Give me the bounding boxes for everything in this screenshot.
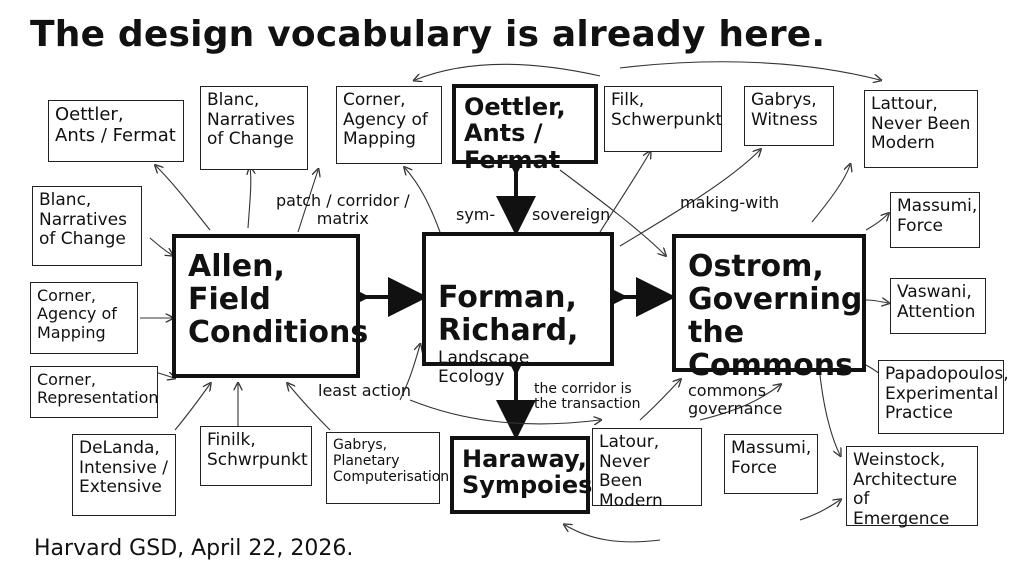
node-lattour-never-been-modern: Lattour, Never Been Modern — [864, 90, 978, 168]
edge-thin-6 — [405, 168, 441, 233]
label-sovereign: sovereign — [532, 205, 611, 224]
node-delanda-intensive-extensive: DeLanda, Intensive / Extensive — [72, 434, 176, 516]
label-making-with: making-with — [680, 193, 780, 212]
node-forman-subtitle: Landscape Ecology — [438, 348, 530, 387]
node-forman-title: Forman, Richard, — [438, 280, 579, 348]
edge-thin-26 — [565, 525, 661, 543]
node-allen-field-conditions: Allen, Field Conditions — [172, 234, 368, 378]
edge-thin-24 — [639, 380, 680, 421]
edge-thin-15 — [799, 500, 840, 521]
label-corridor-transaction: the corridor is the transaction — [534, 381, 641, 413]
page-title: The design vocabulary is already here. — [30, 14, 826, 55]
label-patch-corridor-matrix: patch / corridor / matrix — [276, 191, 410, 228]
node-weinstock-architecture-emergence: Weinstock, Architecture of Emergence — [846, 446, 978, 528]
label-least-action: least action — [318, 381, 412, 400]
edge-thin-12 — [865, 300, 888, 303]
node-vaswani-attention: Vaswani, Attention — [890, 278, 986, 334]
node-massumi-force-bottom: Massumi, Force — [724, 434, 818, 494]
node-filk-schwerpunkt: Filk, Schwerpunkt — [604, 86, 722, 152]
edge-thin-9 — [811, 165, 850, 223]
edge-thin-1 — [415, 63, 601, 80]
node-blanc-narratives-top: Blanc, Narratives of Change — [200, 86, 308, 170]
node-haraway-sympoiesis: Haraway, Sympoiesis — [450, 436, 615, 514]
node-massumi-force-right: Massumi, Force — [890, 192, 980, 248]
footer-venue-date: Harvard GSD, April 22, 2026. — [34, 536, 354, 561]
edge-thin-2 — [619, 61, 880, 80]
edge-thin-16 — [149, 237, 172, 255]
node-latour-never-been-modern-bottom: Latour, Never Been Modern — [592, 428, 702, 510]
label-commons-governance: commons governance — [688, 381, 783, 418]
node-gabrys-planetary-computerisation: Gabrys, Planetary Computerisation — [326, 432, 449, 504]
node-oettler-ants-fermat-main: Oettler, Ants / Fermat — [452, 84, 598, 173]
node-corner-representation: Corner, Representation — [30, 366, 159, 418]
edge-thin-3 — [156, 166, 211, 231]
node-blanc-narratives-left: Blanc, Narratives of Change — [32, 186, 142, 266]
edge-thin-14 — [819, 374, 840, 455]
node-forman-landscape-ecology: Forman, Richard, Landscape Ecology — [422, 232, 614, 386]
edge-thin-4 — [248, 168, 251, 229]
node-corner-agency-left: Corner, Agency of Mapping — [30, 282, 138, 354]
edge-thin-19 — [174, 384, 210, 431]
node-papadopoulos-experimental-practice: Papadopoulos, Experimental Practice — [878, 360, 1009, 434]
node-oettler-ants-fermat-topleft: Oettler, Ants / Fermat — [48, 100, 184, 162]
node-gabrys-witness: Gabrys, Witness — [744, 86, 834, 146]
node-ostrom-commons: Ostrom, Governing the Commons — [672, 234, 866, 382]
edge-thin-11 — [865, 214, 888, 231]
node-finilk-schwrpunkt: Finilk, Schwrpunkt — [200, 426, 312, 486]
label-sym: sym- — [456, 205, 496, 224]
node-corner-agency-top: Corner, Agency of Mapping — [336, 86, 442, 164]
